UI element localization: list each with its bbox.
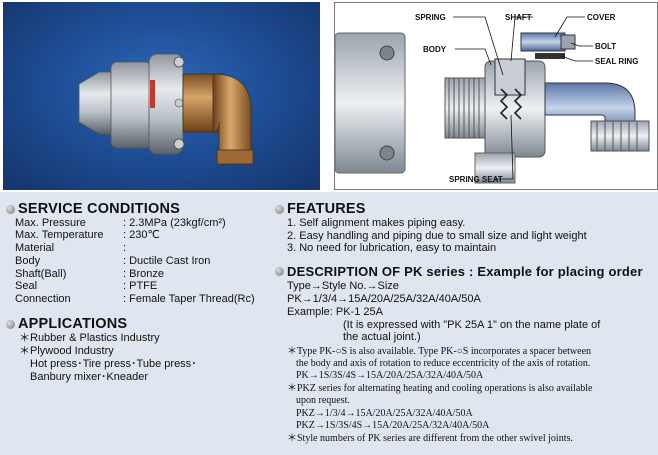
description-line: Example: PK-1 25A	[287, 306, 383, 318]
label-seal-ring: SEAL RING	[595, 57, 638, 66]
description-line: Type→Style No.→Size	[287, 280, 399, 292]
description-title: DESCRIPTION OF PK series : Example for p…	[287, 264, 643, 279]
spec-panel	[0, 192, 658, 455]
label-spring-seat: SPRING SEAT	[449, 175, 503, 184]
cutaway-diagram: SPRING SHAFT COVER BODY BOLT SEAL RING S…	[334, 2, 658, 190]
spec-value: : Bronze	[123, 268, 164, 280]
label-bolt: BOLT	[595, 42, 616, 51]
label-cover: COVER	[587, 13, 616, 22]
spec-value: :	[123, 242, 127, 254]
note-line: ＊PKZ series for alternating heating and …	[287, 383, 593, 394]
note-line: ＊Type PK-○S is also available. Type PK-○…	[287, 346, 592, 357]
applications-title: APPLICATIONS	[18, 316, 128, 332]
bullet-icon	[275, 267, 284, 276]
spec-value: : 230℃	[123, 229, 160, 241]
description-line: (It is expressed with "PK 25A 1" on the …	[343, 319, 601, 331]
service-conditions-heading: SERVICE CONDITIONS	[6, 201, 180, 217]
spec-value: : Ductile Cast Iron	[123, 255, 211, 267]
application-line: Banbury mixer･Kneader	[30, 371, 149, 383]
spec-label: Body	[15, 255, 41, 267]
note-line: ＊Style numbers of PK series are differen…	[287, 433, 573, 444]
applications-heading: APPLICATIONS	[6, 316, 127, 332]
description-heading: DESCRIPTION OF PK series : Example for p…	[275, 264, 643, 279]
label-body: BODY	[423, 45, 447, 54]
note-line: PKZ→1S/3S/4S→15A/20A/25A/32A/40A/50A	[296, 420, 490, 431]
product-photo	[3, 2, 320, 190]
bullet-icon	[6, 319, 15, 329]
note-line: PKZ→1/3/4→15A/20A/25A/32A/40A/50A	[296, 408, 473, 419]
description-line: PK→1/3/4→15A/20A/25A/32A/40A/50A	[287, 293, 481, 305]
spec-value: : 2.3MPa (23kgf/cm²)	[123, 217, 226, 229]
spec-value: : Female Taper Thread(Rc)	[123, 293, 255, 305]
features-heading: FEATURES	[275, 201, 366, 217]
features-title: FEATURES	[287, 201, 366, 217]
spec-label: Max. Temperature	[15, 229, 104, 241]
application-line: Hot press･Tire press･Tube press･	[30, 358, 197, 370]
spec-label: Material	[15, 242, 55, 254]
note-line: PK→1S/3S/4S→15A/20A/25A/32A/40A/50A	[296, 370, 484, 381]
note-line: the body and axis of rotation to reduce …	[296, 358, 591, 369]
label-shaft: SHAFT	[505, 13, 532, 22]
description-line: the actual joint.)	[343, 331, 421, 343]
service-conditions-title: SERVICE CONDITIONS	[18, 201, 181, 217]
spec-label: Seal	[15, 280, 38, 292]
spec-label: Max. Pressure	[15, 217, 86, 229]
application-line: ＊Plywood Industry	[19, 345, 114, 357]
spec-label: Shaft(Ball)	[15, 268, 67, 280]
bullet-icon	[275, 204, 284, 214]
bullet-icon	[6, 204, 15, 214]
feature-line: 1. Self alignment makes piping easy.	[287, 217, 466, 229]
spec-label: Connection	[15, 293, 71, 305]
swivel-joint-photo	[78, 53, 254, 165]
note-line: upon request.	[296, 395, 350, 406]
feature-line: 3. No need for lubrication, easy to main…	[287, 242, 497, 254]
application-line: ＊Rubber & Plastics Industry	[19, 332, 160, 344]
swivel-joint-cutaway: SPRING SHAFT COVER BODY BOLT SEAL RING S…	[335, 13, 650, 184]
label-spring: SPRING	[415, 13, 446, 22]
spec-value: : PTFE	[123, 280, 158, 292]
feature-line: 2. Easy handling and piping due to small…	[287, 230, 587, 242]
